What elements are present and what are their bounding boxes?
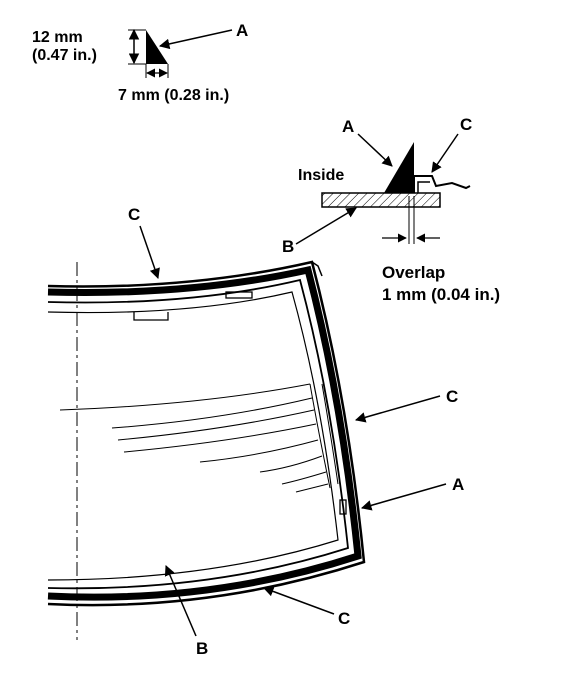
- label-a-right: A: [452, 475, 464, 494]
- defroster-line: [117, 409, 315, 441]
- defroster-line: [59, 383, 311, 411]
- callout-arrow-c-top: [139, 225, 160, 279]
- defroster-line: [295, 483, 329, 493]
- defroster-line: [259, 455, 323, 473]
- label-a-section: A: [342, 117, 354, 136]
- spacer-clip-top-right: [225, 291, 253, 299]
- glass-section: [321, 192, 441, 208]
- adhesive-triangle-a: [146, 30, 168, 64]
- glass-outer-edge: [47, 260, 366, 607]
- label-b-section: B: [282, 237, 294, 256]
- defroster-line: [111, 397, 313, 429]
- molding-inner: [417, 181, 430, 193]
- height-in-label: (0.47 in.): [32, 47, 97, 64]
- label-b-bottom: B: [196, 639, 208, 658]
- callout-arrow-c-right: [354, 395, 441, 423]
- callout-arrow-b-bottom: [164, 565, 197, 637]
- windshield-view: C C A C B: [47, 205, 464, 658]
- glass-inner-border: [47, 291, 339, 581]
- defroster-bus-bar: [321, 383, 339, 485]
- callout-arrow-a-right: [360, 483, 447, 511]
- callout-arrow-a-top: [158, 29, 233, 50]
- label-a-top: A: [236, 21, 248, 40]
- spacer-clip-top-left: [133, 312, 169, 321]
- overlap-label: Overlap: [382, 263, 445, 282]
- label-c-top: C: [128, 205, 140, 224]
- label-c-right: C: [446, 387, 458, 406]
- molding-band: [47, 265, 362, 601]
- height-mm-label: 12 mm: [32, 29, 83, 46]
- adhesive-inner-line: [47, 278, 349, 590]
- adhesive-cross-section-detail: 12 mm (0.47 in.) 7 mm (0.28 in.) A: [32, 21, 248, 104]
- molding-section: [413, 175, 471, 193]
- spacer-clip-side: [339, 499, 347, 515]
- defroster-line: [281, 471, 327, 485]
- callout-arrow-c-section: [431, 133, 459, 173]
- corner-stub: [311, 261, 323, 277]
- defroster-grid: [59, 383, 339, 493]
- overlap-value: 1 mm (0.04 in.): [382, 285, 500, 304]
- label-c-section: C: [460, 115, 472, 134]
- defroster-line: [199, 439, 319, 463]
- inside-label: Inside: [298, 167, 344, 184]
- callout-arrow-c-bottom: [263, 586, 335, 615]
- glass-section-detail: A C Inside B Overlap 1 mm (0.04 in.): [282, 115, 500, 304]
- adhesive-triangle-section: [384, 142, 414, 193]
- callout-arrow-b-section: [295, 207, 357, 245]
- width-label: 7 mm (0.28 in.): [118, 87, 229, 104]
- label-c-bottom: C: [338, 609, 350, 628]
- defroster-line: [123, 423, 317, 453]
- defroster-bus-bar: [309, 383, 331, 489]
- callout-arrow-a-section: [357, 133, 393, 167]
